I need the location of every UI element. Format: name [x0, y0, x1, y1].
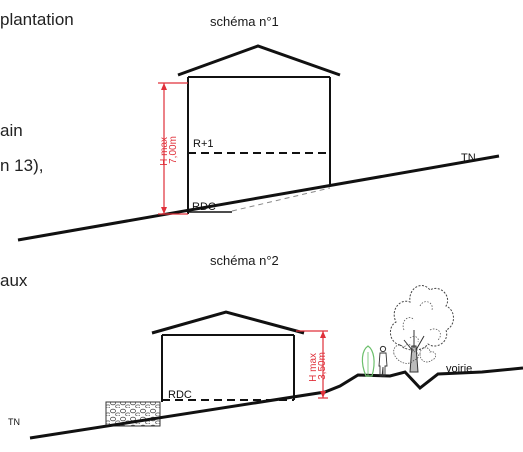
schema-1-floor-upper-label: R+1 [193, 138, 214, 150]
schema-2-arrow-top [320, 331, 326, 338]
schema-1-floor-ground-label: RDC [192, 201, 216, 213]
schema-2-terrain-line [29, 366, 523, 440]
schema-2-height-label: H max 3,50m [308, 350, 328, 382]
schema-1-drawing: H max 7,00m R+1 RDC TN [17, 44, 500, 242]
schema-1-arrow-top [161, 83, 167, 90]
schema-1-height-label-line2: 7,00m [168, 136, 179, 164]
tree-icon [390, 285, 454, 373]
schema-2-title: schéma n°2 [210, 253, 279, 268]
schema-2-height-label-line2: 3,50m [317, 352, 328, 380]
schema-1-terrain-line [17, 154, 500, 242]
schema-1-height-label: H max 7,00m [159, 134, 179, 166]
schema-1-title: schéma n°1 [210, 14, 279, 29]
text-fragment-1: plantation [0, 10, 74, 29]
text-fragment-4: aux [0, 271, 28, 290]
schema-2-roof [151, 310, 305, 335]
schema-1-arrow-bottom [161, 207, 167, 214]
text-fragment-2: ain [0, 121, 23, 140]
text-fragment-3: n 13), [0, 156, 44, 175]
schema-2-road-label: voirie [446, 363, 472, 375]
schema-1-height-label-line1: H max [159, 137, 170, 166]
shrub-icon [361, 345, 375, 377]
schema-1-roof [177, 44, 341, 77]
schema-2-arrow-bottom [320, 391, 326, 398]
schema-1-terrain-label: TN [461, 152, 476, 164]
schema-2-terrain-label: TN [8, 417, 20, 427]
schema-2-floor-ground-label: RDC [168, 389, 192, 401]
pedestrian-icon [378, 345, 388, 377]
schema-2-height-label-line1: H max [308, 353, 319, 382]
schema-2-drawing: H max 3,50m RDC voirie TN [8, 285, 523, 440]
schema-1-slope-dashed [231, 187, 331, 212]
